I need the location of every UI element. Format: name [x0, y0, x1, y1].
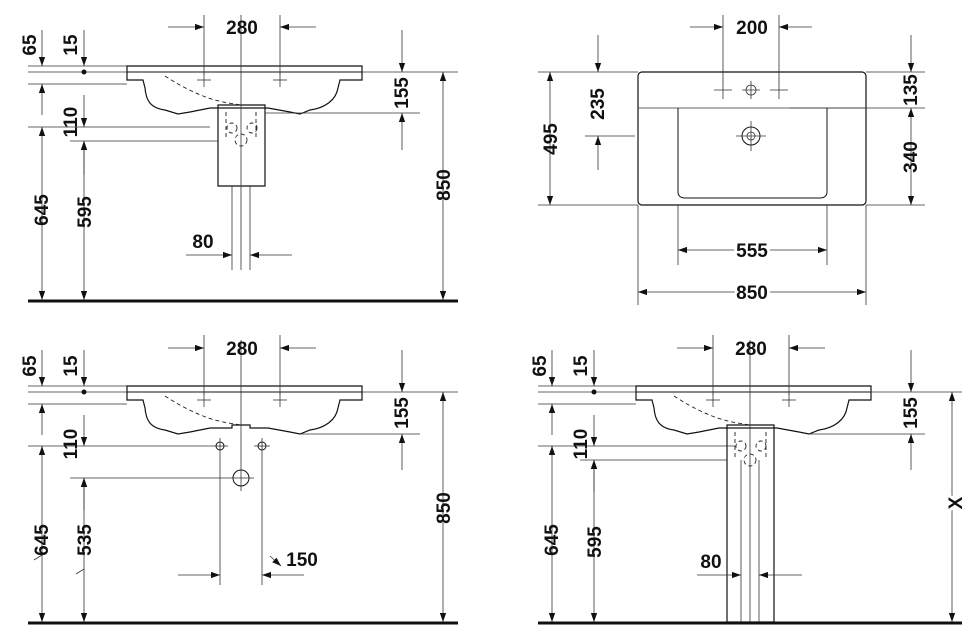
dim-280: 280	[735, 339, 767, 360]
dim-595: 595	[75, 196, 96, 228]
dim-65: 65	[530, 355, 551, 377]
dim-65: 65	[20, 34, 41, 56]
dim-645: 645	[32, 524, 53, 556]
dim-155: 155	[901, 397, 922, 429]
bowl-outline	[677, 108, 828, 199]
view-side-with-pedestal: 280 65 15 110 645 595 155 X	[530, 335, 970, 625]
basin-outline	[635, 385, 872, 435]
dim-850: 850	[434, 492, 455, 524]
dim-340: 340	[901, 141, 922, 173]
basin-outline	[126, 385, 363, 435]
dim-235: 235	[588, 88, 609, 120]
dim-80: 80	[700, 552, 721, 573]
dim-850-width: 850	[736, 283, 768, 304]
dim-15: 15	[61, 34, 82, 56]
dim-555: 555	[736, 241, 768, 262]
dim-x: X	[946, 496, 967, 509]
dim-200: 200	[736, 18, 768, 39]
dim-280: 280	[226, 339, 258, 360]
dim-280: 280	[226, 18, 258, 39]
dim-535: 535	[75, 524, 96, 556]
pedestal	[726, 427, 775, 623]
siphon-cover	[217, 107, 266, 187]
dim-15: 15	[571, 355, 592, 377]
basin-plan-outline	[637, 71, 867, 206]
dim-595: 595	[585, 526, 606, 558]
dim-495: 495	[541, 123, 562, 155]
dim-155: 155	[392, 77, 413, 109]
dim-65: 65	[20, 355, 41, 377]
dim-15: 15	[61, 355, 82, 377]
dim-110: 110	[571, 429, 592, 460]
dim-850: 850	[434, 169, 455, 201]
view-side-wall-connections: 280 65 15 110 645 535 155	[20, 335, 458, 625]
dim-110: 110	[61, 429, 82, 460]
dim-110: 110	[61, 107, 82, 138]
dim-80: 80	[192, 232, 213, 253]
basin-outline	[126, 65, 363, 115]
dim-645: 645	[542, 524, 563, 556]
view-plan: 200 495 235 135 340 555 850	[538, 15, 925, 307]
view-side-with-siphon-cover: 280 65 15 110 645 595 155 850	[20, 15, 458, 303]
dim-155: 155	[392, 397, 413, 429]
dim-645: 645	[32, 194, 53, 226]
dim-150: 150	[286, 550, 318, 571]
dim-135: 135	[901, 74, 922, 106]
